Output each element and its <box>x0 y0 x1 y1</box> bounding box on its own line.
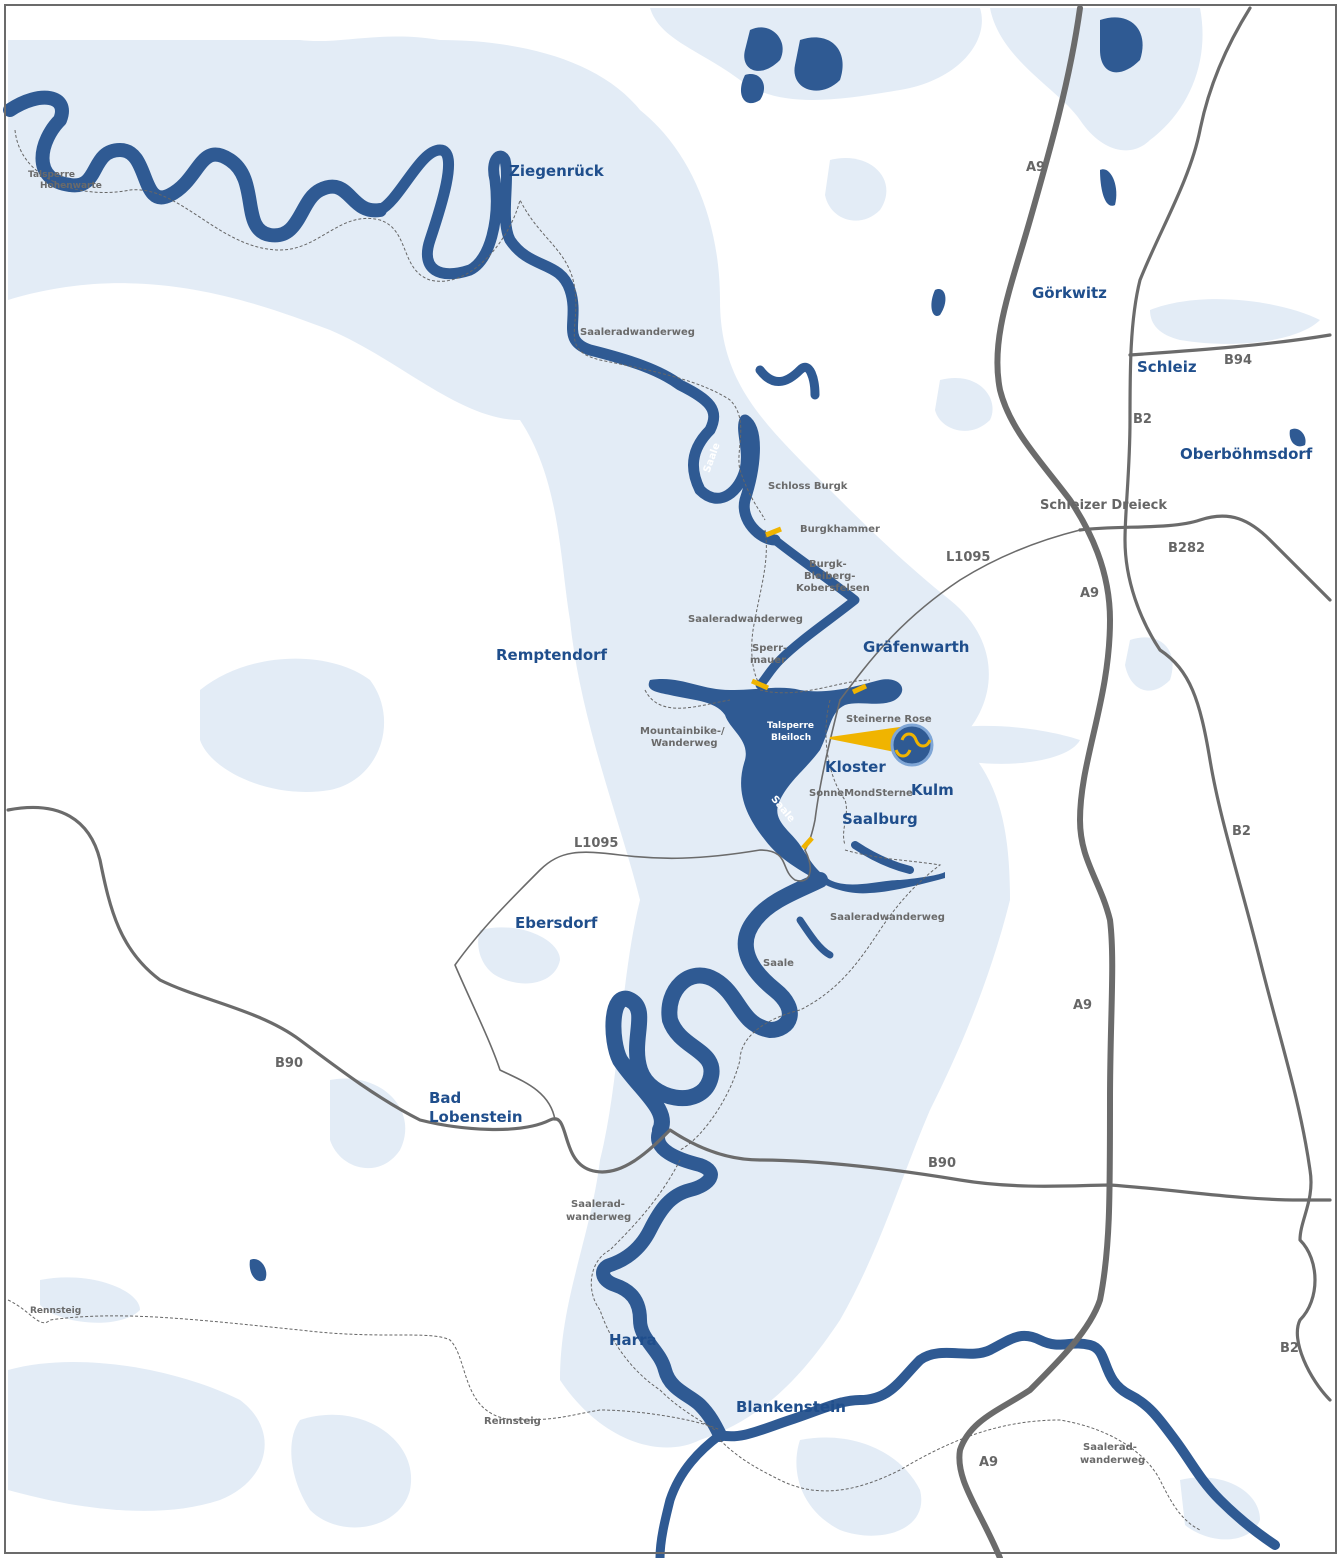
poi-staumauer-2: Burgkhammer <box>800 524 880 535</box>
roads <box>6 5 1332 1558</box>
road-label-a9-1: A9 <box>1026 160 1045 175</box>
road-label-b282: B282 <box>1168 541 1205 556</box>
poi-burgk-2: Bleiberg- <box>804 571 855 582</box>
poi-talsperre-hohenwarte-2: Hohenwarte <box>40 181 102 191</box>
poi-burgk-1: Burgk- <box>809 559 847 570</box>
poi-talsperre-bleiloch-2: Bleiloch <box>771 733 811 743</box>
sonnemondsterne-logo-icon[interactable] <box>829 723 934 767</box>
road-label-b2-1: B2 <box>1133 412 1152 427</box>
place-ziegenrueck[interactable]: Ziegenrück <box>509 162 605 180</box>
road-label-b2-3: B2 <box>1280 1341 1299 1356</box>
poi-rennsteig-1: Rennsteig <box>30 1306 81 1316</box>
road-label-a9-4: A9 <box>979 1455 998 1470</box>
poi-burgk-3: Kobersfelsen <box>796 583 870 594</box>
road-label-l1095-1: L1095 <box>946 550 990 565</box>
place-remptendorf[interactable]: Remptendorf <box>496 646 608 664</box>
place-kulm[interactable]: Kulm <box>911 781 954 799</box>
dams <box>750 526 868 850</box>
river-label-saale-3: Saale <box>763 958 794 969</box>
rivers <box>3 17 1306 1558</box>
poi-mtb-2: Wanderweg <box>651 738 718 749</box>
road-label-b2-2: B2 <box>1232 824 1251 839</box>
map-frame <box>4 4 1337 1554</box>
valley-areas <box>8 8 1320 1540</box>
place-goerkwitz[interactable]: Görkwitz <box>1032 284 1107 302</box>
place-blankenstein[interactable]: Blankenstein <box>736 1398 846 1416</box>
place-schleiz[interactable]: Schleiz <box>1137 358 1197 376</box>
poi-saaleradwanderweg-3: Saaleradwanderweg <box>830 912 945 923</box>
place-kloster[interactable]: Kloster <box>825 758 886 776</box>
poi-steinerne-rose: Steinerne Rose <box>846 714 932 725</box>
poi-saaleradwanderweg-1: Saaleradwanderweg <box>580 327 695 338</box>
dam-burgkhammer <box>765 526 782 538</box>
trails <box>7 129 1201 1531</box>
poi-mtb-1: Mountainbike-/ <box>640 726 725 737</box>
poi-sonnemondsterne: SonneMondSterne <box>809 788 913 799</box>
dam-steinerne-rose <box>851 683 868 695</box>
poi-talsperre-bleiloch-1: Talsperre <box>767 721 814 731</box>
dam-bleiloch <box>750 678 770 691</box>
poi-labels: Talsperre Hohenwarte Saaleradwanderweg S… <box>28 170 1145 1466</box>
poi-schloss-burgk: Schloss Burgk <box>768 481 848 492</box>
place-ebersdorf[interactable]: Ebersdorf <box>515 914 598 932</box>
road-label-b90-2: B90 <box>928 1156 956 1171</box>
poi-sperrmauer-1: Sperr- <box>752 643 787 654</box>
poi-talsperre-hohenwarte-1: Talsperre <box>28 170 75 180</box>
place-harra[interactable]: Harra <box>609 1331 657 1349</box>
poi-saaleradwanderweg-2: Saaleradwanderweg <box>688 614 803 625</box>
place-labels: Ziegenrück Görkwitz Schleiz Oberböhmsdor… <box>429 162 1313 1416</box>
place-oberboehmsdorf[interactable]: Oberböhmsdorf <box>1180 445 1313 463</box>
place-bad-lobenstein-2[interactable]: Lobenstein <box>429 1108 523 1126</box>
road-label-schleizer-dreieck: Schleizer Dreieck <box>1040 498 1167 513</box>
poi-sperrmauer-2: mauer <box>750 655 786 666</box>
poi-rennsteig-2: Rennsteig <box>484 1416 541 1427</box>
dam-saalburg <box>801 836 814 850</box>
place-saalburg[interactable]: Saalburg <box>842 810 918 828</box>
poi-saaleradwanderweg-5: wanderweg <box>566 1212 631 1223</box>
road-label-a9-3: A9 <box>1073 998 1092 1013</box>
poi-saaleradwanderweg-7: wanderweg <box>1080 1455 1145 1466</box>
road-label-b94: B94 <box>1224 353 1252 368</box>
road-label-l1095-2: L1095 <box>574 836 618 851</box>
place-graefenwarth[interactable]: Gräfenwarth <box>863 638 969 656</box>
road-label-b90-1: B90 <box>275 1056 303 1071</box>
poi-saaleradwanderweg-6: Saalerad- <box>1083 1442 1137 1453</box>
road-labels: A9 B94 B2 Schleizer Dreieck B282 L1095 A… <box>275 160 1299 1470</box>
road-label-a9-2: A9 <box>1080 586 1099 601</box>
place-bad-lobenstein-1[interactable]: Bad <box>429 1089 461 1107</box>
poi-saaleradwanderweg-4: Saalerad- <box>571 1199 625 1210</box>
